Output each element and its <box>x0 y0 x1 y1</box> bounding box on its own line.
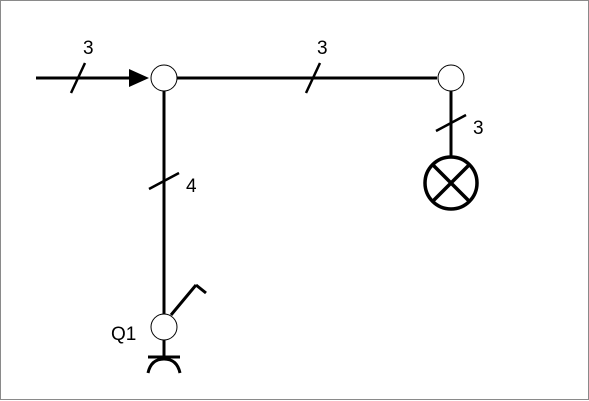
incoming-conductor-tick <box>69 62 87 94</box>
junction-node-left <box>150 64 178 92</box>
incoming-conductor-count: 3 <box>83 38 94 59</box>
vertical-line-conductor-count: 4 <box>186 176 197 197</box>
top-line-conductor-count: 3 <box>317 38 328 59</box>
switch-designation: Q1 <box>111 324 136 345</box>
switch-node <box>150 313 178 341</box>
junction-node-right <box>437 64 465 92</box>
socket-icon <box>146 340 182 374</box>
vertical-line-conductor-tick <box>148 171 180 191</box>
lamp-icon <box>423 155 479 211</box>
arrow-head-icon <box>129 69 149 87</box>
top-line-conductor-tick <box>304 62 322 94</box>
switch-icon <box>169 283 207 316</box>
lamp-conductor-tick <box>435 113 467 133</box>
lamp-conductor-count: 3 <box>473 118 484 139</box>
